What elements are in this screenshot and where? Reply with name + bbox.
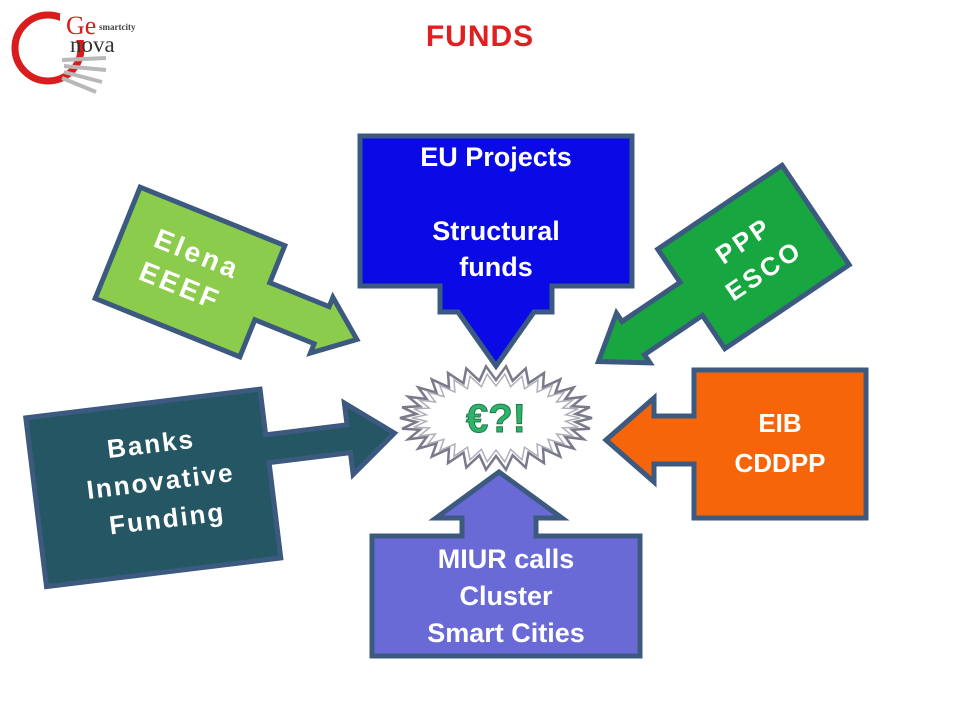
- node-ppp: PPP ESCO: [594, 161, 853, 366]
- genova-smartcity-logo: Ge smartcity nova: [11, 11, 136, 94]
- center-label: €?!: [466, 397, 526, 441]
- eib-label-line2: CDDPP: [734, 448, 825, 478]
- logo-nova-text: nova: [70, 32, 115, 57]
- starburst-shape: [399, 363, 593, 473]
- node-elena: Elena EEEF: [91, 183, 361, 361]
- page-title: FUNDS: [425, 20, 535, 53]
- logo-smartcity-text: smartcity: [99, 22, 136, 32]
- logo-ge-text: Ge: [66, 11, 96, 40]
- eib-label-line1: EIB: [758, 408, 801, 438]
- node-eu-projects: EU Projects Structural funds: [357, 133, 635, 371]
- miur-label-line2: Cluster: [459, 581, 553, 611]
- miur-label-line3: Smart Cities: [427, 618, 585, 648]
- center-starburst: €?!: [399, 363, 593, 473]
- node-miur: MIUR calls Cluster Smart Cities: [369, 468, 643, 659]
- starburst-inner-shape: [411, 372, 581, 464]
- node-eib: EIB CDDPP: [602, 367, 869, 521]
- eu-label-line4: funds: [459, 252, 533, 282]
- eu-label-line3: Structural: [432, 216, 560, 246]
- eu-label-line1: EU Projects: [420, 142, 572, 172]
- miur-label-line1: MIUR calls: [438, 544, 575, 574]
- node-banks: Banks Innovative Funding: [23, 386, 399, 590]
